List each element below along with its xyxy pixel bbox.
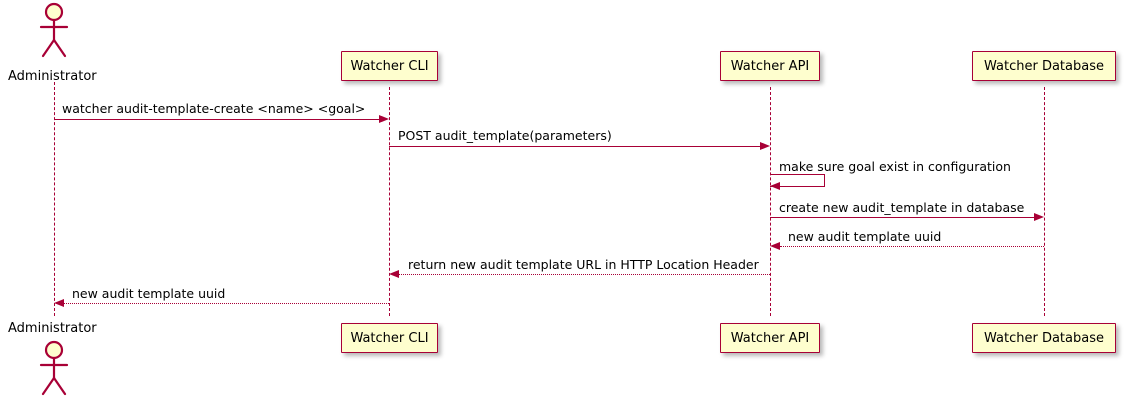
participant-watcher-database-top[interactable]: Watcher Database (972, 51, 1116, 81)
participant-label-watcher-api-bottom: Watcher API (730, 330, 810, 346)
message-arrowhead-1 (379, 115, 389, 123)
participant-watcher-api-bottom[interactable]: Watcher API (720, 323, 820, 353)
message-arrowhead-7 (54, 299, 64, 307)
actor-administrator-bottom (32, 340, 76, 396)
message-label-4: create new audit_template in database (779, 200, 1025, 215)
lifeline-watcher-cli (389, 87, 390, 316)
actor-label-administrator-top: Administrator (8, 69, 97, 84)
actor-administrator-top (32, 2, 76, 58)
message-line-1 (54, 119, 380, 120)
message-arrowhead-2 (760, 142, 770, 150)
participant-watcher-cli-bottom[interactable]: Watcher CLI (341, 323, 438, 353)
message-line-2 (389, 146, 761, 147)
participant-watcher-database-bottom[interactable]: Watcher Database (972, 323, 1116, 353)
participant-label-watcher-api-top: Watcher API (730, 58, 810, 74)
message-label-5: new audit template uuid (788, 229, 942, 244)
participant-label-watcher-database-bottom: Watcher Database (984, 330, 1104, 346)
participant-label-watcher-database-top: Watcher Database (984, 58, 1104, 74)
message-line-5 (780, 246, 1044, 247)
message-label-1: watcher audit-template-create <name> <go… (62, 101, 366, 116)
lifeline-watcher-api (770, 87, 771, 316)
participant-label-watcher-cli-bottom: Watcher CLI (350, 330, 429, 346)
message-arrowhead-6 (389, 270, 399, 278)
message-label-6: return new audit template URL in HTTP Lo… (408, 257, 759, 272)
message-arrowhead-5 (770, 242, 780, 250)
message-line-4 (770, 217, 1035, 218)
message-label-2: POST audit_template(parameters) (398, 128, 612, 143)
message-arrowhead-4 (1034, 213, 1044, 221)
lifeline-administrator (54, 82, 55, 316)
lifeline-watcher-database (1044, 87, 1045, 316)
actor-label-administrator-bottom: Administrator (8, 321, 97, 336)
message-arrowhead-3 (770, 182, 780, 190)
message-line-7 (64, 303, 389, 304)
message-line-6 (399, 274, 770, 275)
participant-watcher-api-top[interactable]: Watcher API (720, 51, 820, 81)
participant-label-watcher-cli-top: Watcher CLI (350, 58, 429, 74)
message-label-3: make sure goal exist in configuration (779, 159, 1011, 174)
message-self-loop-3 (770, 174, 825, 187)
message-label-7: new audit template uuid (72, 286, 226, 301)
participant-watcher-cli-top[interactable]: Watcher CLI (341, 51, 438, 81)
